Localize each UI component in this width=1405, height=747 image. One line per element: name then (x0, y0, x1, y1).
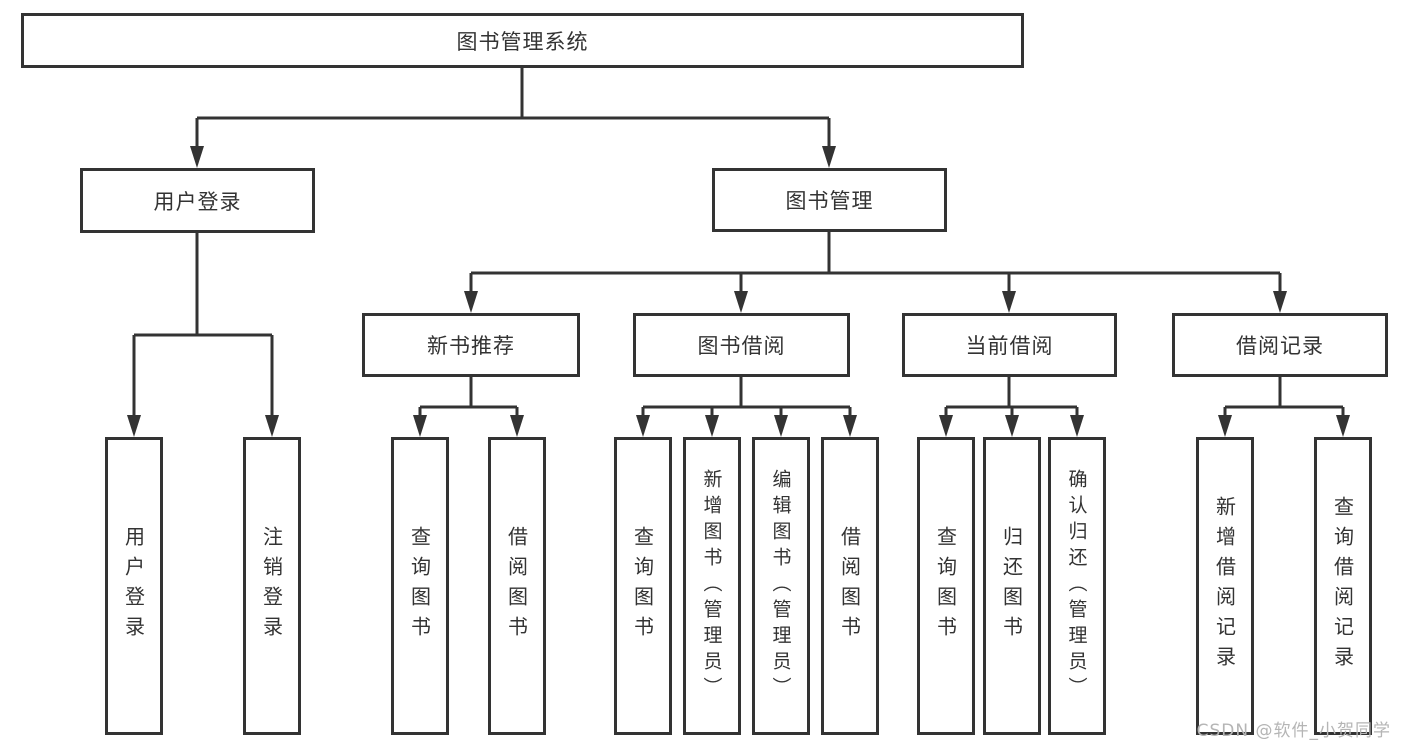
node-leaf-add-book-label: 新增图书（管理员） (700, 469, 723, 703)
node-leaf-borrow-book-2: 借阅图书 (821, 437, 879, 735)
node-leaf-edit-book-label: 编辑图书（管理员） (769, 469, 792, 703)
arrowhead-icon (939, 415, 953, 437)
node-leaf-query-book-3-label: 查询图书 (933, 526, 958, 646)
node-leaf-add-borrow-rec-label: 新增借阅记录 (1212, 496, 1237, 676)
connector-user-login (132, 233, 274, 419)
arrowhead-icon (705, 415, 719, 437)
connector-book-borrow (641, 377, 852, 419)
arrowhead-icon (464, 291, 478, 313)
node-leaf-confirm-return: 确认归还（管理员） (1048, 437, 1106, 735)
node-leaf-borrow-book-1-label: 借阅图书 (504, 526, 529, 646)
arrowhead-icon (636, 415, 650, 437)
node-leaf-confirm-return-label: 确认归还（管理员） (1065, 469, 1088, 703)
node-leaf-add-book: 新增图书（管理员） (683, 437, 741, 735)
connector-current-borrow (944, 377, 1079, 419)
connector-book-mgmt (469, 232, 1282, 295)
node-leaf-query-book-2-label: 查询图书 (630, 526, 655, 646)
connector-root (195, 68, 831, 150)
node-new-book-rec: 新书推荐 (362, 313, 580, 377)
node-leaf-borrow-book-2-label: 借阅图书 (837, 526, 862, 646)
arrowhead-icon (510, 415, 524, 437)
arrowhead-icon (822, 146, 836, 168)
node-leaf-user-login: 用户登录 (105, 437, 163, 735)
node-leaf-query-book-2: 查询图书 (614, 437, 672, 735)
node-user-login-label: 用户登录 (153, 189, 242, 214)
arrowheads (127, 146, 1350, 437)
node-leaf-query-book-1-label: 查询图书 (407, 526, 432, 646)
arrowhead-icon (1002, 291, 1016, 313)
node-leaf-return-book-label: 归还图书 (999, 526, 1024, 646)
arrowhead-icon (843, 415, 857, 437)
arrowhead-icon (413, 415, 427, 437)
node-leaf-return-book: 归还图书 (983, 437, 1041, 735)
node-borrow-record-label: 借阅记录 (1236, 334, 1324, 358)
connector-new-book-rec (418, 377, 519, 419)
node-leaf-edit-book: 编辑图书（管理员） (752, 437, 810, 735)
arrowhead-icon (1336, 415, 1350, 437)
node-root: 图书管理系统 (21, 13, 1024, 68)
watermark: CSDN @软件_小贺同学 (1196, 721, 1391, 741)
node-book-borrow-label: 图书借阅 (697, 334, 786, 358)
node-user-login: 用户登录 (80, 168, 315, 233)
node-book-mgmt-label: 图书管理 (785, 189, 874, 213)
node-new-book-rec-label: 新书推荐 (427, 334, 515, 358)
arrowhead-icon (734, 291, 748, 313)
node-leaf-query-borrow-rec: 查询借阅记录 (1314, 437, 1372, 735)
node-current-borrow: 当前借阅 (902, 313, 1117, 377)
connector-borrow-record (1223, 377, 1345, 419)
node-leaf-logout-label: 注销登录 (259, 526, 284, 646)
node-book-borrow: 图书借阅 (633, 313, 850, 377)
arrowhead-icon (1273, 291, 1287, 313)
node-root-label: 图书管理系统 (456, 29, 589, 54)
node-current-borrow-label: 当前借阅 (965, 334, 1054, 358)
node-book-mgmt: 图书管理 (712, 168, 947, 232)
arrowhead-icon (1218, 415, 1232, 437)
arrowhead-icon (1005, 415, 1019, 437)
node-leaf-logout: 注销登录 (243, 437, 301, 735)
node-leaf-query-book-3: 查询图书 (917, 437, 975, 735)
node-leaf-query-book-1: 查询图书 (391, 437, 449, 735)
node-leaf-query-borrow-rec-label: 查询借阅记录 (1330, 496, 1355, 676)
node-leaf-borrow-book-1: 借阅图书 (488, 437, 546, 735)
arrowhead-icon (1070, 415, 1084, 437)
arrowhead-icon (265, 415, 279, 437)
node-leaf-user-login-label: 用户登录 (121, 526, 146, 646)
arrowhead-icon (190, 146, 204, 168)
node-leaf-add-borrow-rec: 新增借阅记录 (1196, 437, 1254, 735)
connector-lines (132, 68, 1345, 419)
arrowhead-icon (127, 415, 141, 437)
node-borrow-record: 借阅记录 (1172, 313, 1388, 377)
arrowhead-icon (774, 415, 788, 437)
